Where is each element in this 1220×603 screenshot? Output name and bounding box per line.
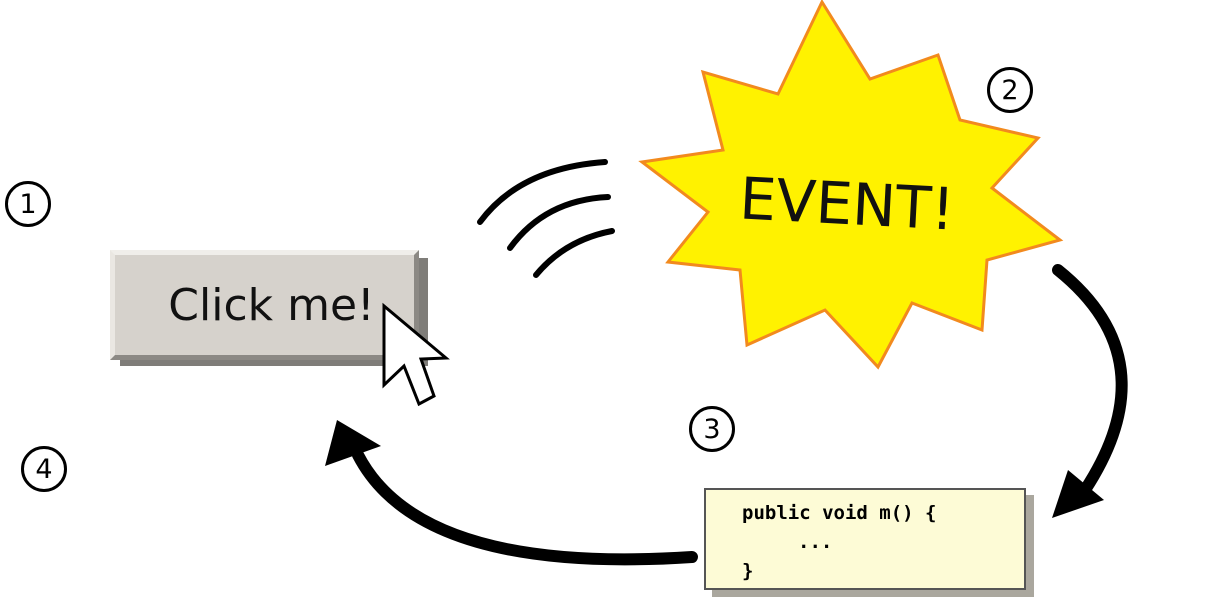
signal-waves-icon — [477, 159, 615, 278]
click-me-button[interactable]: Click me! — [110, 250, 419, 360]
mouse-cursor-icon — [382, 302, 450, 407]
step-4-marker: 4 — [21, 446, 67, 492]
step-1-marker: 1 — [5, 181, 51, 227]
arrow-to-button — [325, 420, 698, 566]
arrow-to-handler — [1052, 264, 1128, 518]
code-line-2: ... — [798, 531, 833, 553]
code-line-1: public void m() { — [742, 502, 937, 524]
event-label: EVENT! — [738, 164, 956, 243]
handler-code-box: public void m() { ... } — [704, 488, 1026, 590]
step-2-marker: 2 — [987, 67, 1033, 113]
code-line-3: } — [742, 560, 754, 582]
event-burst-shape — [638, 0, 1064, 370]
step-3-marker: 3 — [689, 406, 735, 452]
